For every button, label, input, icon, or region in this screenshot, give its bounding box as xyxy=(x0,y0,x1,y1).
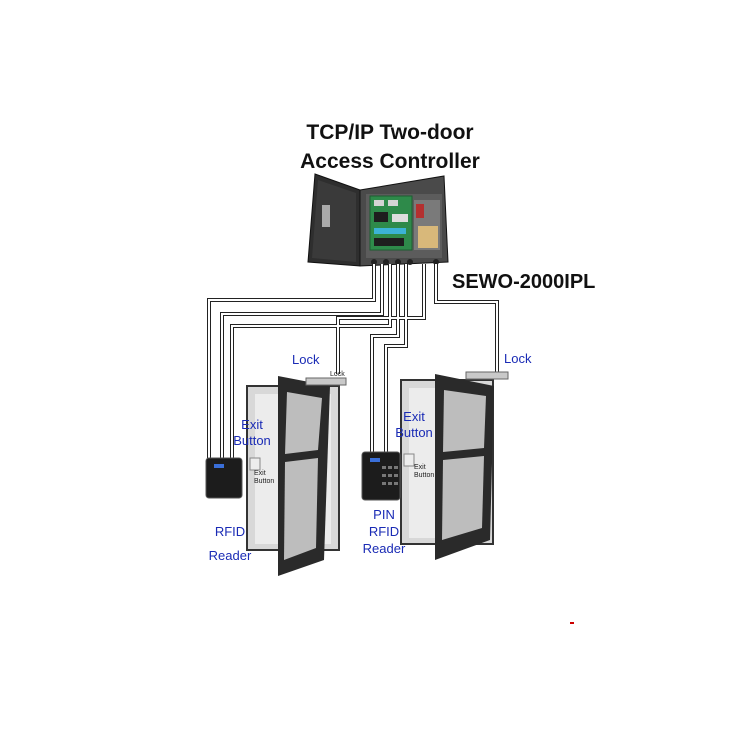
door-1-lock-label: Lock xyxy=(292,352,320,367)
power-transformer xyxy=(418,226,438,248)
door-1-lock-small-label: Lock xyxy=(330,371,345,378)
keypad-icon xyxy=(382,466,398,485)
door-1-exit-line-2: Button xyxy=(233,433,271,448)
pin-rfid-reader-line-3: Reader xyxy=(362,541,406,556)
door-2-exit-small-line-1: Exit xyxy=(414,464,426,471)
pin-rfid-reader-line-2: RFID xyxy=(368,524,400,539)
door-2-exit-label: Exit Button xyxy=(392,409,436,441)
pin-rfid-reader-label: PIN RFID Reader xyxy=(356,506,412,557)
pin-rfid-reader-line-1: PIN xyxy=(373,507,395,522)
rfid-reader-line-1: RFID xyxy=(214,524,246,539)
model-number: SEWO-2000IPL xyxy=(452,271,596,293)
door-2-lock-label: Lock xyxy=(504,351,532,366)
red-mark xyxy=(570,622,574,624)
wires xyxy=(207,264,499,466)
door-2-exit-small-label: Exit Button xyxy=(414,464,434,480)
door-1-lock xyxy=(305,377,347,386)
door-1-exit-small-line-2: Button xyxy=(254,478,275,485)
door-2-exit-small-line-2: Button xyxy=(414,472,435,479)
door-1-exit-small-line-1: Exit xyxy=(254,470,266,477)
title-line-2: Access Controller xyxy=(300,150,480,173)
door-2-exit-button xyxy=(403,453,415,467)
door-1-exit-button xyxy=(249,457,261,471)
title-line-1: TCP/IP Two-door xyxy=(306,121,474,144)
door-1 xyxy=(205,376,347,576)
door-2-lock xyxy=(465,371,509,380)
door-1-exit-label: Exit Button xyxy=(230,417,274,449)
door-1-exit-small-label: Exit Button xyxy=(254,470,274,486)
access-controller-cabinet xyxy=(307,173,449,267)
rfid-reader-label: RFID Reader xyxy=(202,520,258,568)
key-lock-icon xyxy=(322,205,330,227)
door-1-exit-line-1: Exit xyxy=(241,417,263,432)
rfid-reader-line-2: Reader xyxy=(208,548,252,563)
door-2-exit-line-2: Button xyxy=(395,425,433,440)
door-2 xyxy=(361,371,509,560)
pin-rfid-reader xyxy=(361,451,401,501)
door-2-exit-line-1: Exit xyxy=(403,409,425,424)
